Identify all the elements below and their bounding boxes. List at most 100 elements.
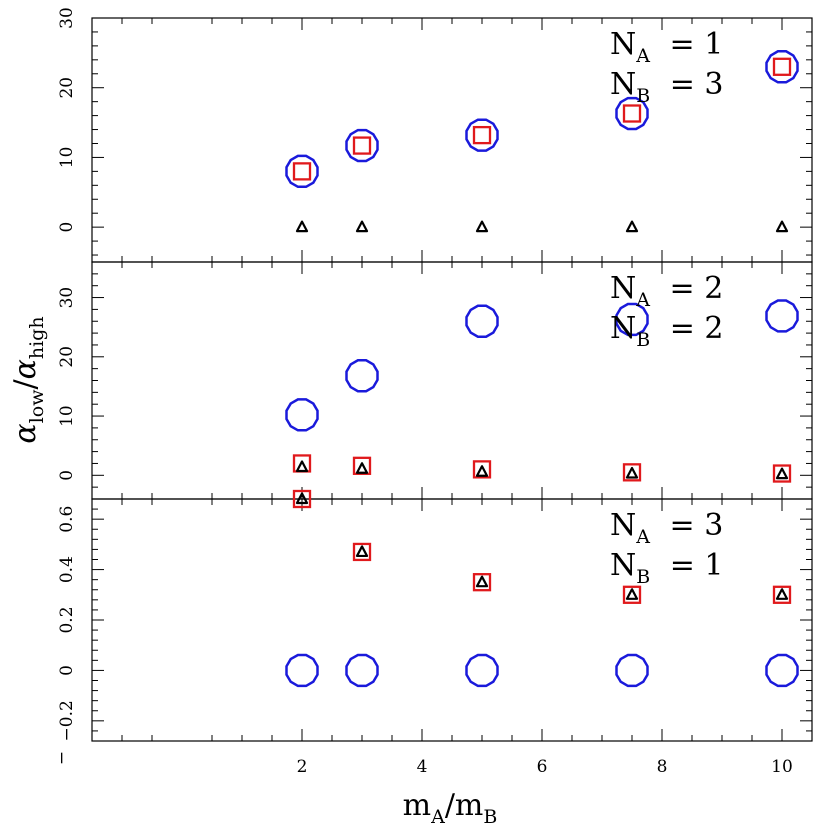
square-marker bbox=[292, 489, 312, 509]
y-axis-sub-low: low bbox=[26, 389, 48, 424]
x-tick-label: 2 bbox=[297, 757, 308, 777]
y-axis-alpha1: α bbox=[8, 423, 43, 443]
triangle-marker bbox=[295, 460, 309, 473]
triangle-marker bbox=[625, 220, 639, 233]
circle-marker bbox=[615, 302, 649, 337]
y-tick-label: 10 bbox=[57, 147, 77, 169]
square-marker bbox=[472, 460, 492, 479]
nb-n: N bbox=[610, 548, 636, 583]
y-tick-label: 10 bbox=[57, 405, 77, 427]
x-axis-slash-m: /m bbox=[445, 788, 484, 823]
y-tick-label: 30 bbox=[57, 7, 77, 29]
square-marker bbox=[352, 456, 372, 475]
x-tick-labels: 2 4 6 8 10 bbox=[297, 757, 793, 777]
square-marker bbox=[472, 125, 492, 145]
panel-frames bbox=[91, 17, 813, 742]
panel-label-na: NA = 1 bbox=[610, 27, 723, 67]
square-marker bbox=[622, 585, 642, 604]
square-marker bbox=[772, 464, 792, 483]
data-markers bbox=[285, 50, 799, 688]
square-marker bbox=[622, 463, 642, 482]
square-marker bbox=[292, 162, 312, 181]
nb-value: = 2 bbox=[660, 311, 723, 346]
y-tick-label: 20 bbox=[57, 346, 77, 368]
square-marker bbox=[772, 585, 792, 604]
circle-marker bbox=[345, 359, 379, 393]
square-marker bbox=[772, 57, 792, 76]
panel-label-na: NA = 3 bbox=[610, 508, 723, 548]
na-n: N bbox=[610, 271, 636, 306]
triangle-marker bbox=[625, 588, 639, 600]
square-marker bbox=[352, 542, 372, 562]
circle-marker bbox=[345, 128, 379, 163]
circle-marker bbox=[285, 398, 319, 432]
y-tick-label: 0.6 bbox=[57, 506, 77, 533]
nb-n: N bbox=[610, 67, 636, 102]
triangle-marker bbox=[295, 220, 309, 233]
nb-value: = 3 bbox=[660, 67, 723, 102]
na-n: N bbox=[610, 27, 636, 62]
na-value: = 3 bbox=[660, 508, 723, 543]
circle-marker bbox=[465, 118, 499, 152]
panel-label-nb: NB = 2 bbox=[610, 311, 724, 351]
x-tick-label: 6 bbox=[537, 757, 548, 777]
y-tick-label: 0 bbox=[57, 470, 77, 481]
na-value: = 2 bbox=[660, 271, 723, 306]
panel-label-nb: NB = 1 bbox=[610, 548, 724, 588]
panel-label-na: NA = 2 bbox=[610, 271, 723, 311]
circle-marker bbox=[285, 653, 319, 688]
circle-marker bbox=[765, 653, 799, 688]
triangle-marker bbox=[775, 588, 789, 600]
y-axis-title: αlow/αhigh bbox=[8, 316, 48, 443]
na-sub: A bbox=[635, 526, 650, 548]
x-tick-label: 4 bbox=[417, 757, 428, 777]
square-marker bbox=[622, 104, 642, 123]
y-tick-label: −0.2 bbox=[57, 700, 77, 741]
nb-sub: B bbox=[636, 329, 650, 351]
nb-sub: B bbox=[636, 566, 650, 588]
x-axis-title: mA/mB bbox=[403, 788, 498, 828]
triangle-marker bbox=[355, 462, 369, 474]
panel-label-nb: NB = 3 bbox=[610, 67, 724, 107]
triangle-marker bbox=[355, 220, 369, 233]
triangle-marker bbox=[625, 466, 639, 479]
na-n: N bbox=[610, 508, 636, 543]
na-sub: A bbox=[635, 45, 650, 67]
triangle-marker bbox=[775, 467, 789, 480]
nb-n: N bbox=[610, 311, 636, 346]
triangle-marker bbox=[475, 465, 489, 477]
triangle-marker bbox=[355, 545, 369, 558]
x-axis-sub-a: A bbox=[430, 806, 445, 828]
tick-marks bbox=[91, 17, 813, 742]
circle-marker bbox=[345, 653, 379, 688]
square-marker bbox=[352, 136, 372, 155]
x-tick-label: 10 bbox=[771, 757, 793, 777]
circle-marker bbox=[765, 299, 799, 333]
panel-labels: NA = 1NB = 3NA = 2NB = 2NA = 3NB = 1 bbox=[610, 27, 724, 588]
circle-marker bbox=[285, 154, 319, 189]
triangle-marker bbox=[295, 492, 309, 505]
y-tick-labels: 0 10 20 30 0 10 20 30 −0.2 0 0.2 0.4 0.6 bbox=[57, 7, 77, 741]
triangle-marker bbox=[475, 575, 489, 588]
y-axis-slash: / bbox=[8, 379, 43, 390]
circle-marker bbox=[765, 50, 799, 84]
y-tick-label: 0 bbox=[57, 665, 77, 676]
x-tick-label: 8 bbox=[657, 757, 668, 777]
nb-sub: B bbox=[636, 85, 650, 107]
corner-minus-label: − bbox=[52, 751, 72, 765]
triangle-marker bbox=[775, 220, 789, 233]
circle-marker bbox=[615, 96, 649, 131]
na-sub: A bbox=[635, 289, 650, 311]
circle-marker bbox=[465, 304, 499, 338]
x-axis-sub-b: B bbox=[483, 806, 497, 828]
y-tick-label: 30 bbox=[57, 287, 77, 309]
y-tick-label: 0.2 bbox=[57, 606, 77, 633]
nb-value: = 1 bbox=[660, 548, 723, 583]
y-tick-label: 0 bbox=[57, 222, 77, 233]
y-tick-label: 20 bbox=[57, 77, 77, 99]
x-axis-m1: m bbox=[403, 788, 431, 823]
triangle-marker bbox=[475, 220, 489, 233]
y-tick-label: 0.4 bbox=[57, 556, 77, 583]
y-axis-alpha2: α bbox=[8, 359, 43, 379]
